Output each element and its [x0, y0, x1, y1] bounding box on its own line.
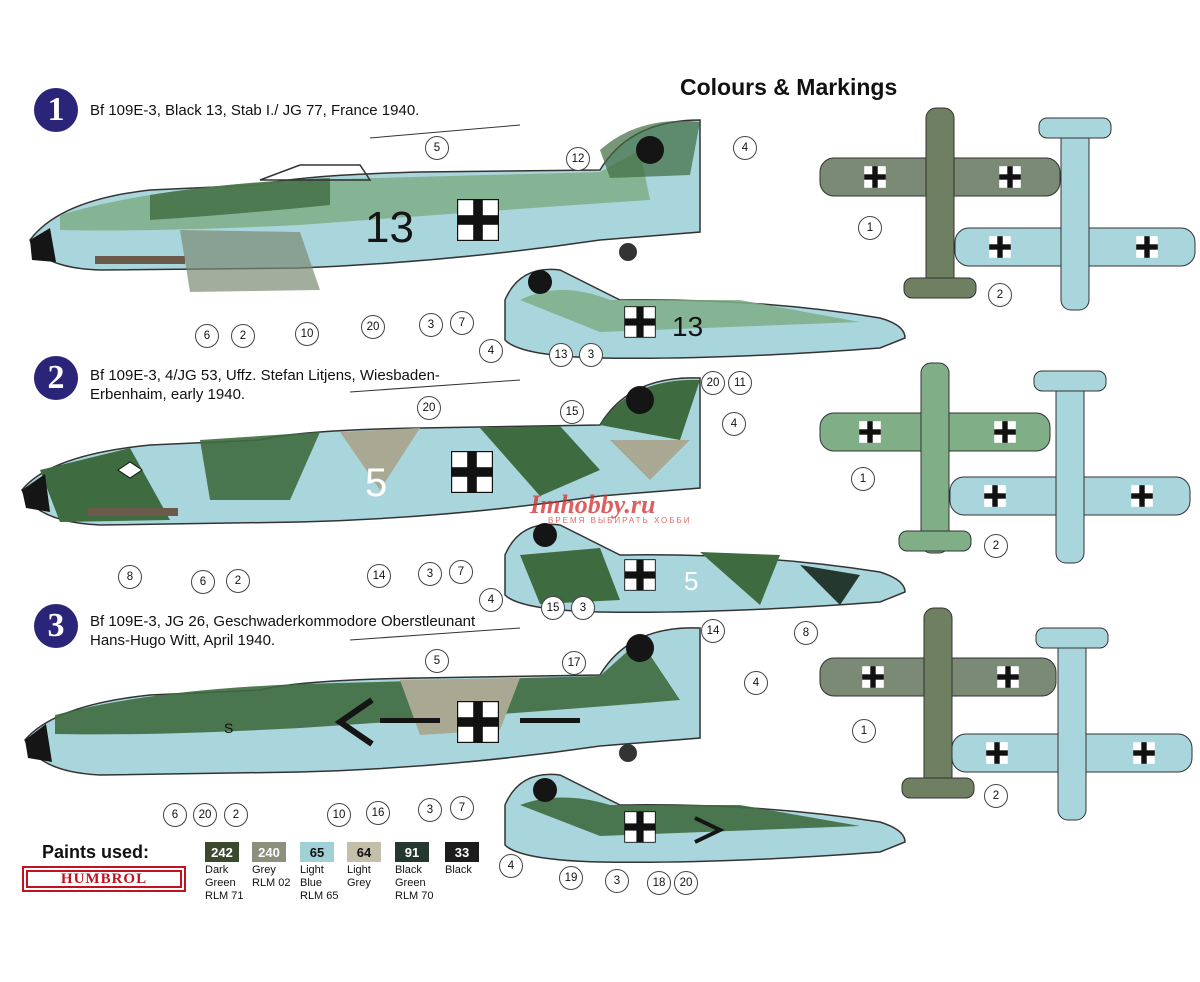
scheme-2-other-code: 5	[684, 566, 698, 596]
callout-number: 3	[571, 596, 595, 620]
callout-number: 4	[479, 339, 503, 363]
callout-number: 19	[559, 866, 583, 890]
scheme-3-caption: Bf 109E-3, JG 26, Geschwaderkommodore Ob…	[90, 612, 475, 650]
callout-number: 8	[118, 565, 142, 589]
scheme-2-caption: Bf 109E-3, 4/JG 53, Uffz. Stefan Litjens…	[90, 366, 440, 404]
scheme-3-other-side-view	[504, 773, 906, 864]
callout-number: 4	[722, 412, 746, 436]
callout-number: 6	[195, 324, 219, 348]
scheme-1-badge: 1	[34, 88, 78, 132]
callout-number: 16	[366, 801, 390, 825]
paint-code: 91	[395, 842, 429, 862]
paint-name: Black	[445, 864, 472, 876]
callout-number: 20	[674, 871, 698, 895]
callout-number: 4	[499, 854, 523, 878]
callout-number: 7	[449, 560, 473, 584]
callout-number: 7	[450, 796, 474, 820]
callout-number: 3	[605, 869, 629, 893]
callout-number: 8	[794, 621, 818, 645]
scheme-2-fuselage-code: 5	[365, 461, 387, 505]
callout-number: 3	[579, 343, 603, 367]
callout-number: 20	[193, 803, 217, 827]
callout-number: 15	[541, 596, 565, 620]
callout-number: 2	[984, 784, 1008, 808]
scheme-3-fuselage-code: S	[224, 720, 233, 736]
callout-number: 2	[988, 283, 1012, 307]
callout-number: 10	[295, 322, 319, 346]
callout-number: 1	[851, 467, 875, 491]
callout-number: 4	[733, 136, 757, 160]
callout-number: 6	[163, 803, 187, 827]
callout-number: 1	[852, 719, 876, 743]
callout-number: 3	[419, 313, 443, 337]
callout-number: 2	[231, 324, 255, 348]
scheme-2-caption-line: Erbenhaim, early 1940.	[90, 386, 246, 403]
callout-number: 17	[562, 651, 586, 675]
watermark: Imhobby.ru	[530, 490, 656, 519]
paint-code: 240	[252, 842, 286, 862]
callout-number: 3	[418, 562, 442, 586]
paint-code: 33	[445, 842, 479, 862]
scheme-2-caption-line: Bf 109E-3, 4/JG 53, Uffz. Stefan Litjens…	[90, 367, 440, 384]
callout-number: 11	[728, 371, 752, 395]
paints-label: Paints used:	[42, 842, 150, 862]
scheme-3-caption-line: Hans-Hugo Witt, April 1940.	[90, 632, 276, 649]
callout-number: 7	[450, 311, 474, 335]
scheme-3-caption-line: Bf 109E-3, JG 26, Geschwaderkommodore Ob…	[90, 613, 476, 630]
callout-number: 14	[701, 619, 725, 643]
scheme-1-caption: Bf 109E-3, Black 13, Stab I./ JG 77, Fra…	[90, 101, 419, 120]
scheme-3-side-view: S	[24, 627, 701, 776]
plan-views	[819, 107, 1196, 821]
callout-number: 2	[224, 803, 248, 827]
callout-number: 15	[560, 400, 584, 424]
scheme-1-side-view: 13	[29, 119, 701, 292]
callout-number: 2	[226, 569, 250, 593]
callout-number: 18	[647, 871, 671, 895]
callout-number: 6	[191, 570, 215, 594]
callout-number: 13	[549, 343, 573, 367]
callout-number: 20	[361, 315, 385, 339]
callout-number: 10	[327, 803, 351, 827]
callout-number: 5	[425, 649, 449, 673]
scheme-1-other-side-view: 13	[504, 268, 906, 360]
paint-code: 64	[347, 842, 381, 862]
paint-code: 65	[300, 842, 334, 862]
scheme-2-other-side-view: 5	[504, 523, 906, 614]
callout-number: 5	[425, 136, 449, 160]
page-title: Colours & Markings	[680, 74, 898, 100]
callout-number: 4	[479, 588, 503, 612]
scheme-3-badge: 3	[34, 604, 78, 648]
callout-number: 12	[566, 147, 590, 171]
scheme-1-caption-line: Bf 109E-3, Black 13, Stab I./ JG 77, Fra…	[90, 102, 420, 119]
callout-number: 1	[858, 216, 882, 240]
scheme-1-fuselage-code: 13	[365, 203, 414, 252]
scheme-1-other-code: 13	[672, 311, 703, 342]
scheme-2-side-view: 5	[21, 377, 701, 526]
paint-code: 242	[205, 842, 239, 862]
scheme-2-badge: 2	[34, 356, 78, 400]
callout-number: 3	[418, 798, 442, 822]
humbrol-logo: HUMBROL	[22, 866, 186, 892]
callout-number: 4	[744, 671, 768, 695]
callout-number: 2	[984, 534, 1008, 558]
callout-number: 20	[417, 396, 441, 420]
callout-number: 14	[367, 564, 391, 588]
watermark-subtitle: ВРЕМЯ ВЫБИРАТЬ ХОББИ	[548, 516, 692, 525]
callout-number: 20	[701, 371, 725, 395]
